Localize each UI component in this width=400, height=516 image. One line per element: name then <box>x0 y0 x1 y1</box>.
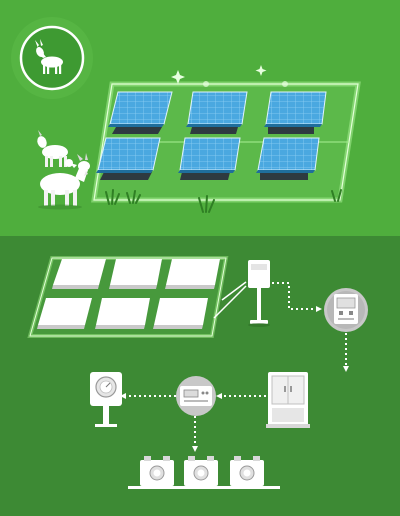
solar-panel-icon <box>264 91 327 134</box>
charge-controller-icon <box>324 288 368 332</box>
battery-bank <box>128 456 280 489</box>
flow-lines <box>124 282 347 448</box>
solar-panel-icon <box>96 137 161 180</box>
battery-icon <box>230 456 264 486</box>
flow-arrowheads <box>120 306 349 452</box>
system-diagram <box>0 236 400 516</box>
battery-icon <box>184 456 218 486</box>
goat-badge <box>11 17 93 99</box>
goat-icon <box>35 39 63 74</box>
solar-panel-icon <box>186 91 248 134</box>
solar-panel-icon <box>256 137 320 180</box>
solar-panel-icon <box>108 91 173 134</box>
goat-icon <box>37 130 73 167</box>
grazing-scene <box>0 0 400 236</box>
bottom-solar-array <box>37 259 220 329</box>
solar-panel-icon <box>52 259 106 289</box>
top-solar-array <box>96 91 327 180</box>
inverter-cabinet-icon <box>266 372 310 428</box>
connector-line <box>213 281 247 319</box>
solar-panel-icon <box>178 137 241 180</box>
solar-panel-icon <box>153 298 208 329</box>
battery-icon <box>140 456 174 486</box>
solar-panel-icon <box>95 298 150 329</box>
solar-panel-icon <box>37 298 92 329</box>
solar-panel-icon <box>165 259 220 289</box>
utility-meter-icon <box>90 372 122 427</box>
goat-icon <box>38 153 90 210</box>
dc-disconnect-switch-icon <box>248 260 270 327</box>
sparkles <box>171 65 288 87</box>
solar-panel-icon <box>109 259 162 289</box>
grass-tufts <box>105 189 342 213</box>
monitoring-device-icon <box>176 376 216 416</box>
